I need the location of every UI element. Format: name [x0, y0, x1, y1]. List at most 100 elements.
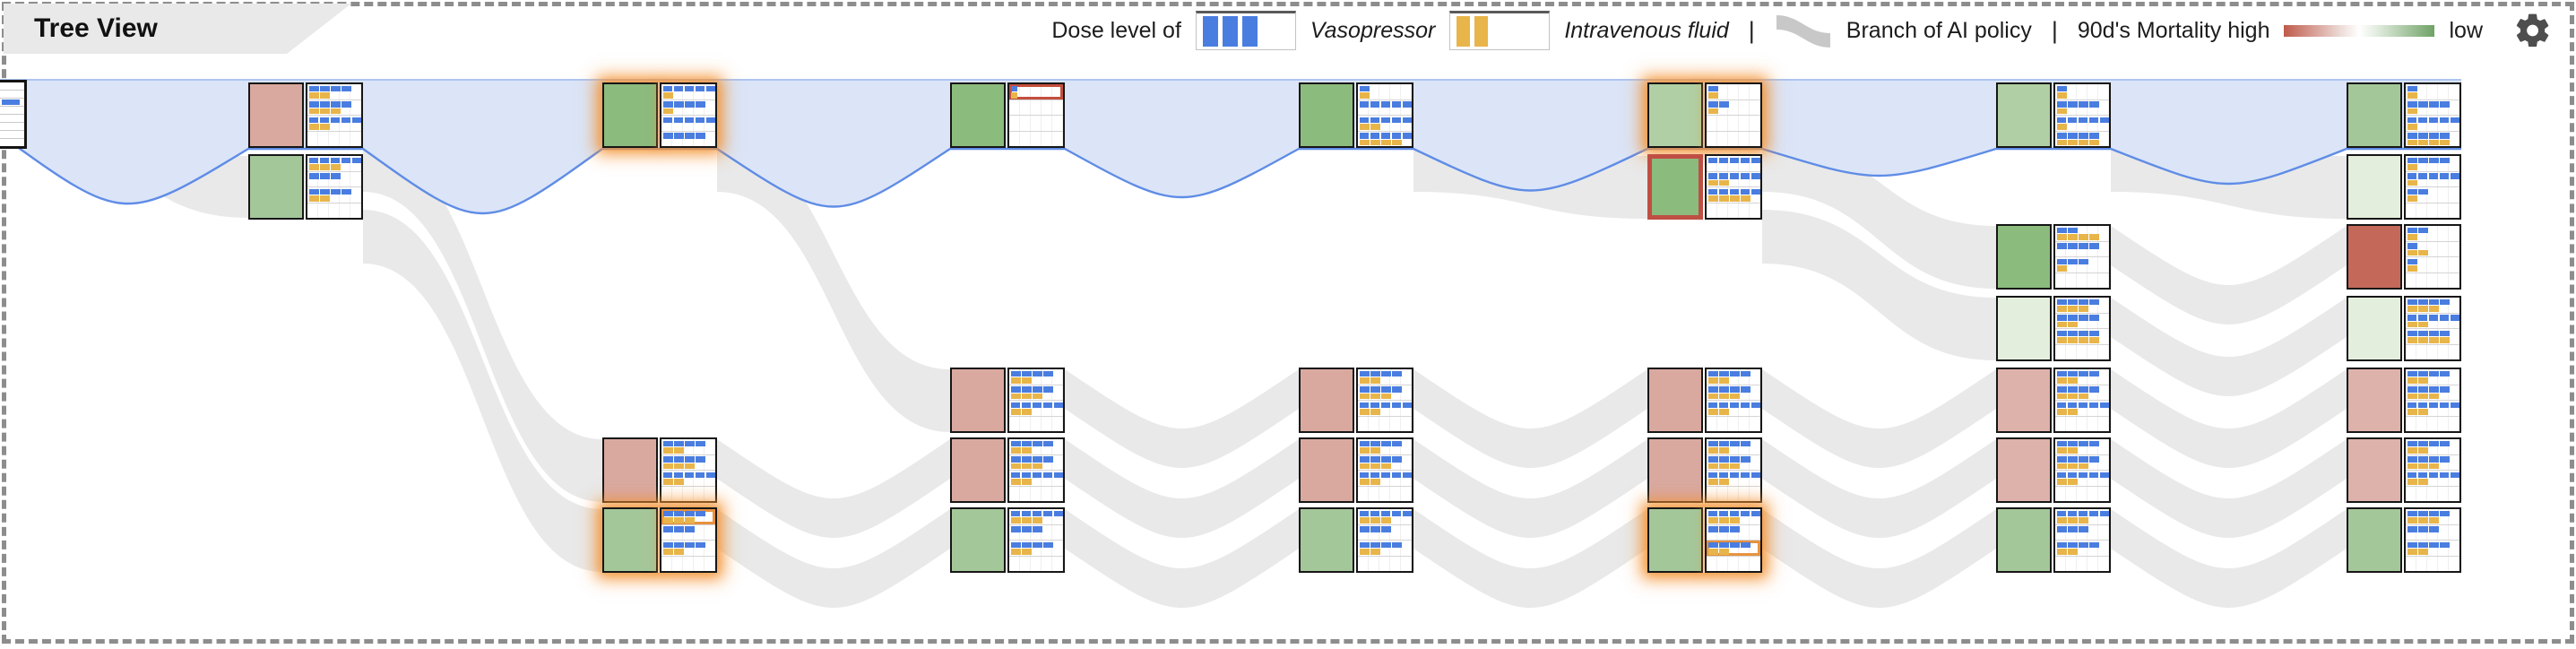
mortality-square — [950, 507, 1006, 573]
dose-table — [1007, 437, 1065, 503]
tree-node-L7R5[interactable] — [2347, 368, 2461, 433]
iv-fluid-dose-icon — [1449, 11, 1551, 50]
ai-policy-branch-band[interactable] — [717, 509, 950, 608]
dose-row — [2406, 541, 2459, 557]
ai-policy-branch-band[interactable] — [1413, 369, 1647, 468]
dose-row — [2406, 171, 2460, 187]
dose-row — [2406, 131, 2459, 146]
ai-policy-branch-band[interactable] — [1762, 509, 1996, 608]
tree-node-L6R3[interactable] — [1996, 224, 2111, 290]
ai-policy-branch-band[interactable] — [2111, 226, 2347, 324]
ai-policy-branch-band[interactable] — [1413, 439, 1647, 538]
dose-row — [307, 116, 362, 132]
dose-row — [2055, 273, 2109, 288]
tree-node-L2R7[interactable] — [602, 507, 717, 573]
selected-path-band-edge[interactable] — [0, 134, 2461, 215]
ai-policy-branch-band[interactable] — [363, 138, 602, 502]
dose-table — [1705, 154, 1762, 220]
dose-row — [2055, 401, 2110, 417]
ai-policy-branch-band[interactable] — [1762, 439, 1996, 538]
ai-policy-branch-band[interactable] — [1065, 509, 1299, 608]
dose-row — [1358, 541, 1412, 557]
ai-policy-branch-band[interactable] — [717, 439, 950, 538]
ai-policy-branch-band[interactable] — [1065, 439, 1299, 538]
dose-table — [2404, 437, 2461, 503]
tree-node-L3R7[interactable] — [950, 507, 1065, 573]
dose-row — [661, 131, 715, 146]
tree-node-L4R7[interactable] — [1299, 507, 1413, 573]
dose-row — [1009, 556, 1063, 571]
tree-node-L5R6[interactable] — [1647, 437, 1762, 503]
settings-gear-icon[interactable] — [2513, 11, 2553, 50]
tree-node-L2R6[interactable] — [602, 437, 717, 503]
tree-node-L6R7[interactable] — [1996, 507, 2111, 573]
tree-node-L7R3[interactable] — [2347, 224, 2461, 290]
tree-node-L6R4[interactable] — [1996, 296, 2111, 361]
tree-node-L7R1[interactable] — [2347, 82, 2461, 148]
dose-row — [2406, 273, 2459, 288]
dose-row — [2055, 524, 2109, 541]
dose-row — [1707, 187, 1761, 203]
mortality-square — [1996, 224, 2052, 290]
dose-row — [1707, 156, 1761, 172]
dose-row — [2055, 329, 2109, 345]
tree-node-L1R2[interactable] — [248, 154, 363, 220]
ai-policy-branch-band[interactable] — [1065, 369, 1299, 468]
tree-node-L2R1[interactable] — [602, 82, 717, 148]
tree-node-L5R2[interactable] — [1647, 154, 1762, 220]
ai-policy-branch-band[interactable] — [717, 138, 950, 432]
dose-row — [2055, 369, 2109, 385]
dose-row — [307, 203, 361, 218]
tree-node-L5R1[interactable] — [1647, 82, 1762, 148]
mortality-square — [2347, 82, 2402, 148]
tree-node-L4R1[interactable] — [1299, 82, 1413, 148]
ai-policy-branch-band[interactable] — [1413, 509, 1647, 608]
tree-node-L3R5[interactable] — [950, 368, 1065, 433]
tree-node-L7R7[interactable] — [2347, 507, 2461, 573]
dose-row — [2055, 131, 2109, 146]
mortality-square — [1647, 507, 1703, 573]
dose-row — [661, 524, 715, 541]
tree-node-L6R1[interactable] — [1996, 82, 2111, 148]
tree-node-L7R2[interactable] — [2347, 154, 2461, 220]
ai-policy-branch-band[interactable] — [2111, 298, 2347, 396]
dose-row — [307, 100, 361, 116]
tree-node-L3R1[interactable] — [950, 82, 1065, 148]
root-node[interactable] — [0, 80, 27, 149]
dose-table — [1705, 368, 1762, 433]
dose-row — [2055, 416, 2109, 431]
mortality-square — [1996, 437, 2052, 503]
tree-node-L7R4[interactable] — [2347, 296, 2461, 361]
ai-policy-branch-band[interactable] — [1762, 210, 1996, 360]
ai-policy-branch-band[interactable] — [2111, 369, 2347, 468]
tree-node-L5R7[interactable] — [1647, 507, 1762, 573]
tree-node-L5R5[interactable] — [1647, 368, 1762, 433]
tree-node-L7R6[interactable] — [2347, 437, 2461, 503]
dose-table — [2053, 224, 2111, 290]
dose-row — [1358, 84, 1412, 100]
dose-row — [2055, 471, 2110, 487]
tree-node-L3R6[interactable] — [950, 437, 1065, 503]
mortality-square — [1996, 82, 2052, 148]
dose-row — [2406, 84, 2459, 100]
ai-policy-branch-band[interactable] — [1762, 369, 1996, 468]
ai-policy-branch-band[interactable] — [363, 210, 602, 572]
dose-row — [2406, 556, 2459, 571]
tree-node-L4R5[interactable] — [1299, 368, 1413, 433]
dose-row — [661, 541, 715, 557]
dose-row — [661, 486, 715, 501]
dose-table — [660, 507, 717, 573]
ai-policy-branch-band[interactable] — [1762, 138, 1996, 289]
legend-mortality-low-label: low — [2449, 17, 2483, 43]
mortality-square — [2347, 154, 2402, 220]
dose-row — [2055, 257, 2109, 273]
ai-policy-branch-band[interactable] — [2111, 509, 2347, 608]
tree-node-L6R5[interactable] — [1996, 368, 2111, 433]
ai-policy-branch-band[interactable] — [2111, 439, 2347, 538]
tree-node-L1R1[interactable] — [248, 82, 363, 148]
tree-node-L4R6[interactable] — [1299, 437, 1413, 503]
dose-row — [1358, 439, 1412, 455]
dose-row — [307, 156, 362, 172]
dose-row — [1358, 509, 1413, 525]
tree-node-L6R6[interactable] — [1996, 437, 2111, 503]
